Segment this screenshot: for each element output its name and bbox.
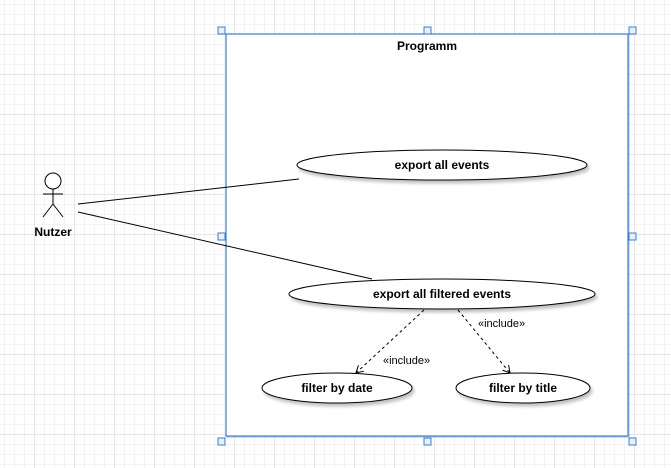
resize-handle-right[interactable] (628, 232, 637, 241)
system-title: Programm (397, 39, 457, 53)
include-label-date: «include» (383, 355, 430, 367)
actor-name: Nutzer (34, 225, 72, 239)
resize-handle-bottom-right[interactable] (628, 437, 637, 446)
usecase-filter-title-label: filter by title (489, 381, 557, 395)
usecase-export-filtered[interactable]: export all filtered events (288, 278, 596, 310)
include-arrow-title[interactable] (457, 309, 511, 374)
association-export-filtered[interactable] (77, 211, 373, 280)
usecase-filter-title[interactable]: filter by title (455, 372, 591, 404)
actor-figure-icon[interactable] (42, 172, 64, 218)
usecase-export-filtered-label: export all filtered events (373, 287, 511, 301)
usecase-filter-date[interactable]: filter by date (261, 372, 413, 404)
system-boundary[interactable] (225, 33, 630, 438)
selection-handles[interactable] (217, 26, 637, 446)
resize-handle-bottom[interactable] (423, 437, 432, 446)
resize-handle-top-right[interactable] (628, 26, 637, 35)
usecase-export-all[interactable]: export all events (296, 149, 588, 181)
association-export-all[interactable] (77, 178, 300, 205)
resize-handle-top-left[interactable] (217, 26, 226, 35)
resize-handle-left[interactable] (217, 232, 226, 241)
resize-handle-top[interactable] (423, 26, 432, 35)
usecase-filter-date-label: filter by date (301, 381, 373, 395)
usecase-export-all-label: export all events (395, 158, 490, 172)
include-label-title: «include» (478, 318, 525, 330)
resize-handle-bottom-left[interactable] (217, 437, 226, 446)
